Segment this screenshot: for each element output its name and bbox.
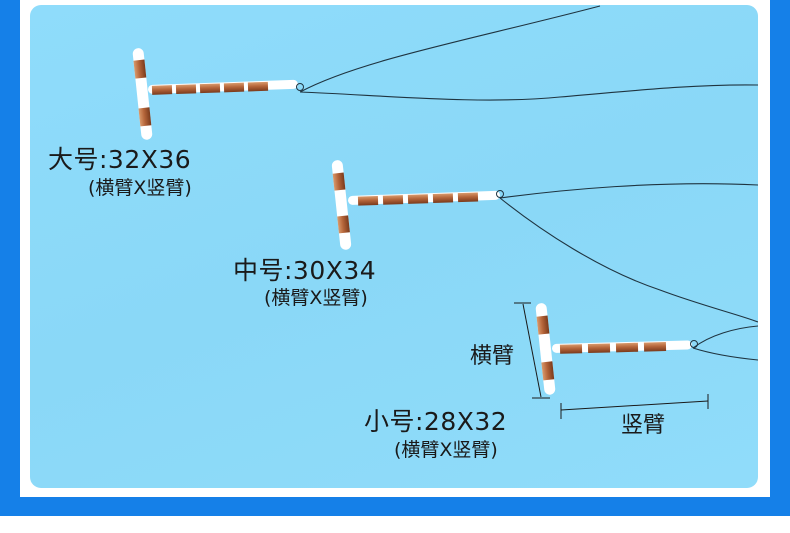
small-size-label: 小号:28X32 bbox=[364, 407, 508, 436]
large-size-sublabel: (横臂X竖臂) bbox=[88, 177, 192, 199]
iud-illustration bbox=[132, 5, 758, 419]
large-size-label: 大号:32X36 bbox=[48, 145, 192, 174]
vertical-arm-label: 竖臂 bbox=[621, 413, 666, 438]
iud-medium bbox=[331, 160, 758, 323]
vertical-arm-dimension-line bbox=[560, 394, 709, 419]
medium-size-sublabel: (横臂X竖臂) bbox=[264, 287, 368, 309]
medium-size-label: 中号:30X34 bbox=[233, 256, 377, 285]
horizontal-arm-label: 横臂 bbox=[470, 344, 515, 369]
iud-small bbox=[535, 303, 758, 395]
small-size-sublabel: (横臂X竖臂) bbox=[394, 439, 498, 461]
iud-large bbox=[132, 5, 758, 140]
horizontal-arm-dimension-line bbox=[514, 302, 550, 399]
product-photo bbox=[30, 5, 758, 488]
